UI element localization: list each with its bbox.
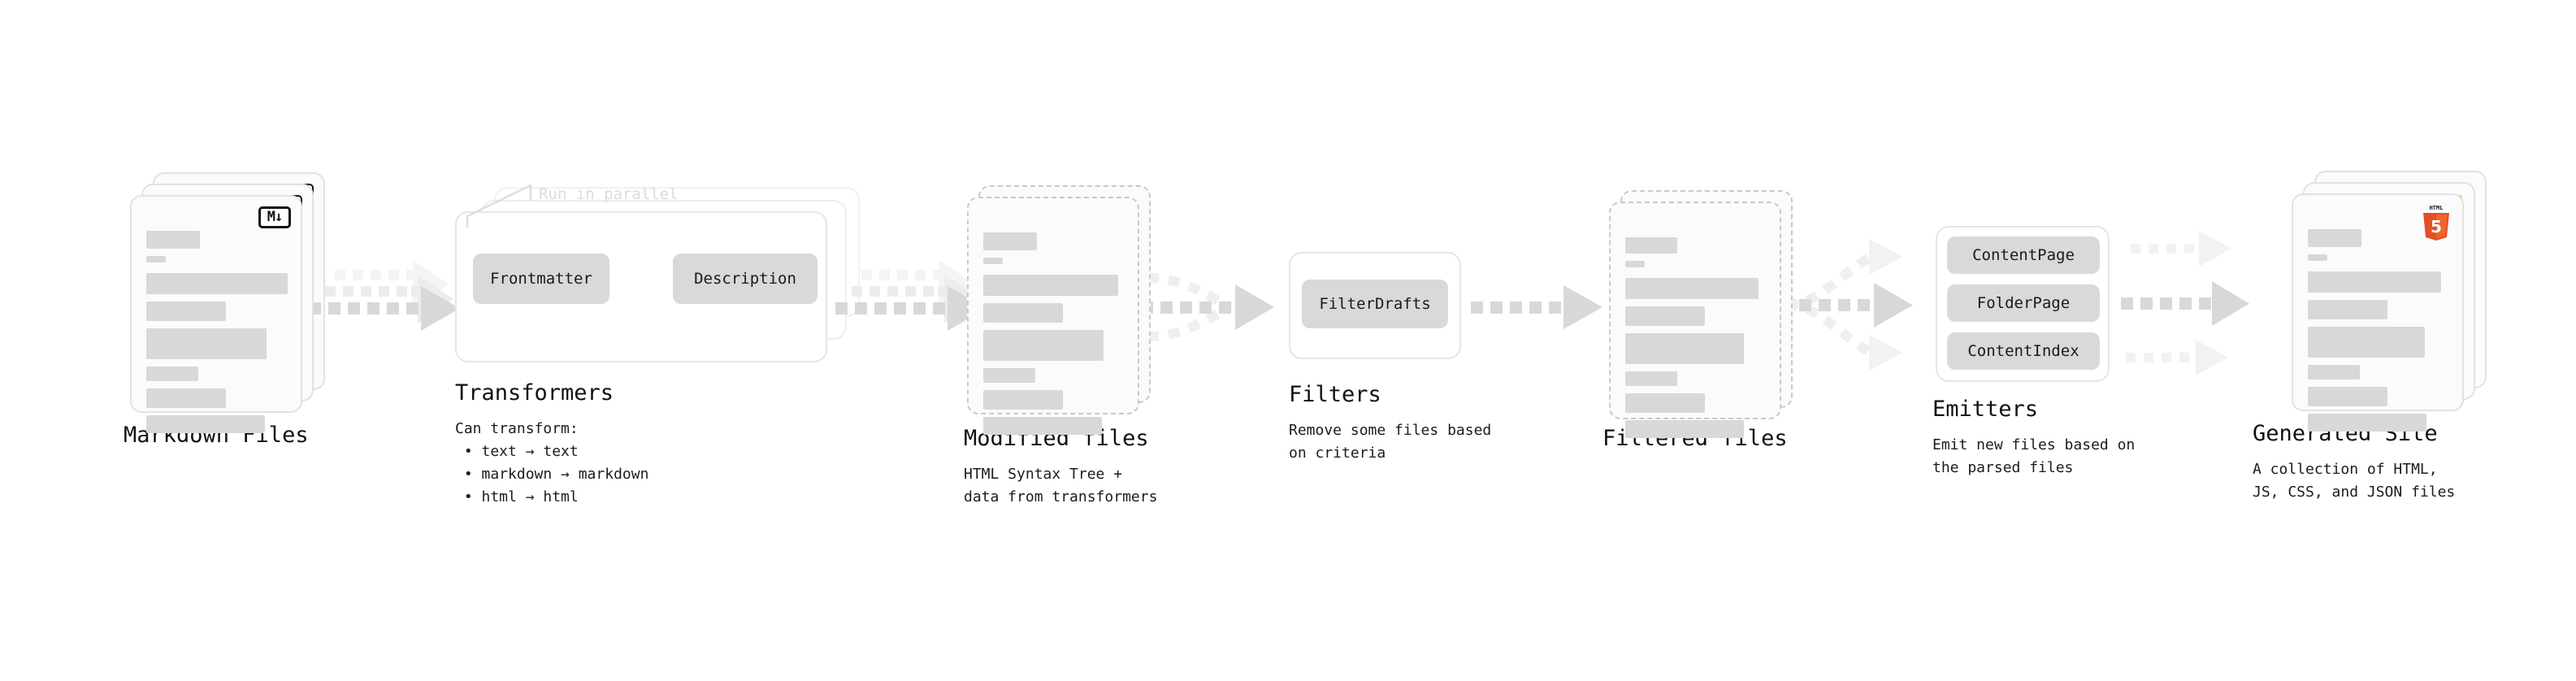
chip-label: FilterDrafts [1319,295,1431,313]
stage-subtitle-transformers: Can transform: • text → text • markdown … [455,420,649,505]
stage-subtitle-generated-site: A collection of HTML, JS, CSS, and JSON … [2253,461,2456,501]
svg-text:5: 5 [2431,217,2442,236]
connector-filtered-to-emitters [1780,239,1913,371]
stage-subtitle-filters: Remove some files based on criteria [1289,422,1492,462]
chip-label: FolderPage [1976,294,2071,312]
chip-label: ContentPage [1972,246,2075,264]
connector-emitters-to-site [2121,231,2249,375]
chip-label: ContentIndex [1967,342,2079,360]
stage-title-filters: Filters [1289,382,1381,407]
chip-filterdrafts[interactable]: FilterDrafts [1302,280,1448,328]
skeleton-bars [146,231,289,440]
html5-icon: HTML 5 [2423,205,2449,241]
chip-contentindex[interactable]: ContentIndex [1947,332,2100,370]
chip-label: Description [694,270,796,288]
stage-title-transformers: Transformers [455,380,614,406]
document-card-front [1609,202,1781,438]
document-card-front: HTML 5 [2292,193,2464,432]
connector-md-to-transformers [309,260,460,331]
run-in-parallel-bracket [466,184,532,228]
document-card-front: M↓ [130,195,302,433]
chip-folderpage[interactable]: FolderPage [1947,284,2100,322]
skeleton-bars [983,232,1126,442]
chip-frontmatter[interactable]: Frontmatter [473,254,609,304]
connector-filters-to-filtered [1471,285,1602,329]
skeleton-bars [2308,229,2451,439]
document-card-front [967,197,1139,435]
skeleton-bars [1625,237,1768,445]
connector-modified-to-filters [1141,273,1274,341]
stage-subtitle-modified-files: HTML Syntax Tree + data from transformer… [964,466,1158,505]
stage-title-emitters: Emitters [1932,397,2039,422]
chip-contentpage[interactable]: ContentPage [1947,236,2100,274]
chip-description[interactable]: Description [673,254,817,304]
markdown-icon: M↓ [258,206,291,228]
chip-label: Frontmatter [490,270,592,288]
stage-subtitle-emitters: Emit new files based on the parsed files [1932,436,2136,476]
run-in-parallel-label: Run in parallel [539,185,679,203]
svg-text:HTML: HTML [2430,205,2444,211]
